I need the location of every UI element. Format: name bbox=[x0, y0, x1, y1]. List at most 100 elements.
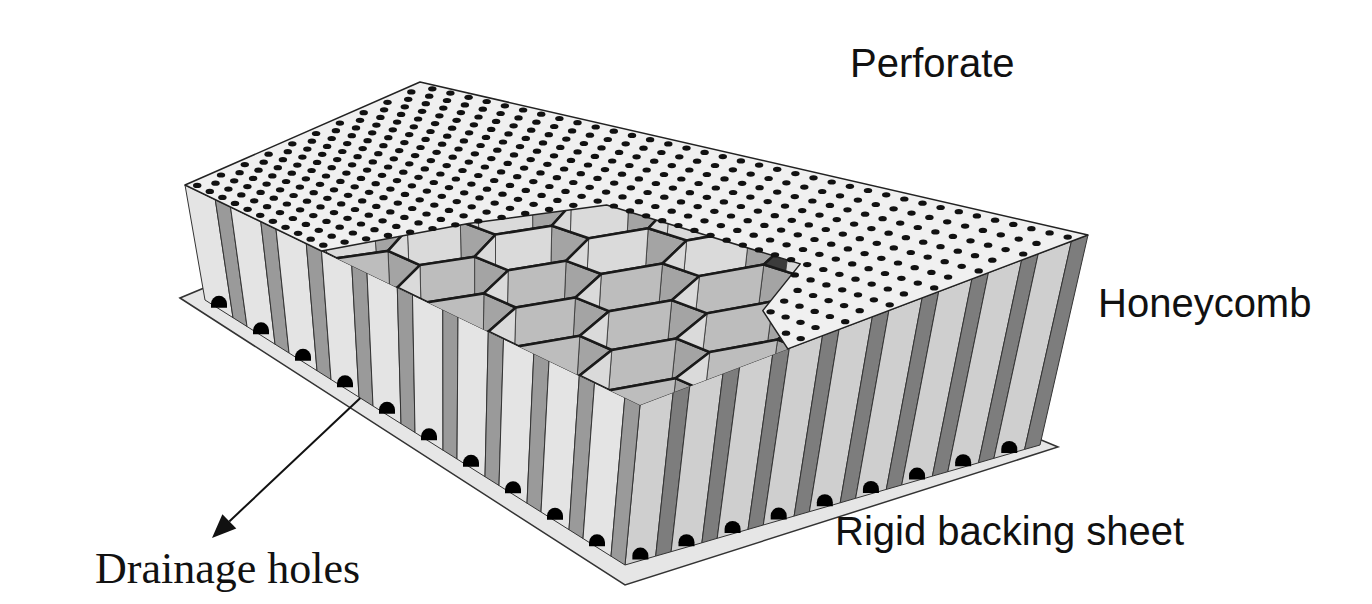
perforation-hole bbox=[483, 187, 491, 192]
perforation-hole bbox=[627, 185, 635, 190]
perforation-hole bbox=[860, 251, 868, 256]
honeycomb-cell bbox=[396, 372, 517, 455]
perforation-hole bbox=[754, 209, 762, 214]
cell-wall bbox=[1047, 122, 1132, 206]
cell-interior bbox=[503, 51, 610, 85]
cell-wall bbox=[220, 95, 235, 150]
drainage-hole bbox=[547, 508, 563, 520]
perforation-hole bbox=[336, 179, 344, 184]
perforation-hole bbox=[664, 141, 672, 146]
cell-edge bbox=[1097, 218, 1251, 269]
perforation-hole bbox=[944, 275, 952, 280]
perforation-hole bbox=[975, 268, 983, 273]
perforation-hole bbox=[318, 152, 326, 157]
cell-wall bbox=[258, 244, 310, 294]
perforation-hole bbox=[738, 181, 746, 186]
perforation-hole bbox=[781, 314, 789, 319]
perforation-hole bbox=[296, 207, 304, 212]
cell-wall bbox=[664, 392, 707, 476]
perforation-hole bbox=[514, 197, 522, 202]
perforation-hole bbox=[771, 213, 779, 218]
perforation-hole bbox=[660, 172, 668, 177]
perforation-hole bbox=[527, 128, 535, 133]
perforation-hole bbox=[260, 160, 268, 165]
perforation-hole bbox=[384, 135, 392, 140]
perforation-hole bbox=[764, 199, 772, 204]
cell-wall bbox=[266, 280, 319, 331]
cell-wall bbox=[316, 258, 340, 325]
perforation-hole bbox=[279, 157, 287, 162]
cell-wall bbox=[980, 310, 1031, 407]
perforation-hole bbox=[384, 233, 392, 238]
perforation-hole bbox=[372, 181, 380, 186]
perforation-hole bbox=[276, 187, 284, 192]
perforation-hole bbox=[425, 94, 433, 99]
cell-wall bbox=[270, 69, 325, 111]
perforation-hole bbox=[217, 172, 225, 177]
cell-interior bbox=[561, 26, 672, 59]
perforation-hole bbox=[706, 233, 714, 238]
perforation-hole bbox=[454, 146, 462, 151]
perforation-hole bbox=[643, 167, 651, 172]
cell-interior bbox=[409, 4, 512, 34]
cell-interior bbox=[459, 26, 563, 58]
perforation-hole bbox=[390, 156, 398, 161]
perforation-hole bbox=[886, 302, 894, 307]
perforation-hole bbox=[496, 111, 504, 116]
perforation-hole bbox=[243, 207, 251, 212]
cell-wall bbox=[576, 350, 612, 430]
perforation-hole bbox=[474, 114, 482, 119]
perforation-hole bbox=[851, 277, 859, 282]
perforation-hole bbox=[954, 249, 962, 254]
perforation-hole bbox=[338, 149, 346, 154]
cell-edge bbox=[77, 156, 155, 193]
perforation-hole bbox=[773, 190, 781, 195]
perforation-hole bbox=[854, 292, 862, 297]
cell-wall bbox=[976, 273, 1023, 369]
honeycomb-wall bbox=[1025, 235, 1088, 449]
perforation-hole bbox=[529, 202, 537, 207]
perforation-hole bbox=[766, 237, 774, 242]
perforation-hole bbox=[497, 215, 505, 220]
perforation-hole bbox=[586, 185, 594, 190]
honeycomb-cell bbox=[320, 326, 431, 404]
perforation-hole bbox=[918, 201, 926, 206]
cell-wall bbox=[315, 53, 327, 106]
perforation-hole bbox=[243, 184, 251, 189]
perforation-hole bbox=[919, 240, 927, 245]
honeycomb-cell bbox=[570, 378, 707, 470]
perforation-hole bbox=[900, 196, 908, 201]
cell-wall bbox=[243, 287, 269, 353]
cell-edge bbox=[503, 51, 610, 85]
perforation-hole bbox=[941, 259, 949, 264]
cell-wall bbox=[487, 372, 517, 439]
cell-wall bbox=[458, 4, 520, 51]
honeycomb-cell bbox=[1083, 185, 1233, 297]
perforation-hole bbox=[668, 163, 676, 168]
cell-interior bbox=[777, 339, 921, 393]
perforation-hole bbox=[553, 175, 561, 180]
perforation-hole bbox=[826, 314, 834, 319]
perforation-hole bbox=[357, 221, 365, 226]
perforation-hole bbox=[808, 198, 816, 203]
cell-wall bbox=[316, 280, 347, 341]
cell-edge bbox=[459, 26, 563, 58]
perforation-hole bbox=[864, 266, 872, 271]
cell-wall bbox=[719, 48, 779, 109]
perforation-hole bbox=[294, 231, 302, 236]
perforation-hole bbox=[370, 227, 378, 232]
perforation-hole bbox=[1009, 222, 1017, 227]
honeycomb-cell bbox=[670, 340, 813, 436]
perforation-hole bbox=[958, 264, 966, 269]
perforation-hole bbox=[422, 211, 430, 216]
perforation-hole bbox=[936, 205, 944, 210]
cell-edge bbox=[320, 326, 431, 375]
perforation-hole bbox=[591, 154, 599, 159]
cell-edge bbox=[243, 280, 344, 326]
cell-wall bbox=[855, 82, 874, 161]
perforation-hole bbox=[615, 150, 623, 155]
perforation-hole bbox=[675, 154, 683, 159]
cell-wall bbox=[710, 58, 719, 128]
perforation-hole bbox=[504, 161, 512, 166]
perforation-hole bbox=[836, 193, 844, 198]
